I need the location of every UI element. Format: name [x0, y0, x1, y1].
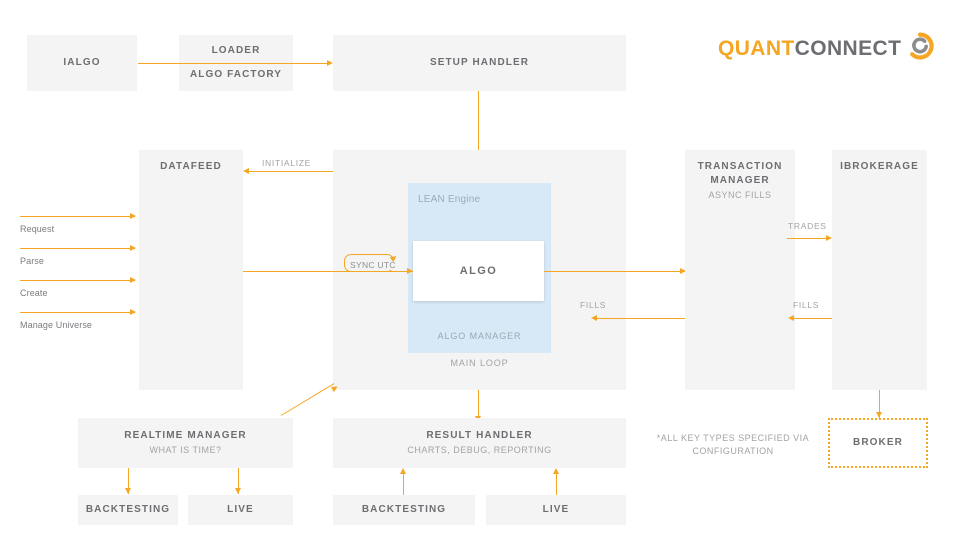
edge-trades-label: TRADES — [788, 221, 827, 231]
edge-initialize-label: INITIALIZE — [262, 158, 312, 168]
logo-text-connect: CONNECT — [794, 37, 902, 60]
node-realtime-backtesting[interactable]: BACKTESTING — [78, 495, 178, 525]
node-realtime-backtesting-title: BACKTESTING — [85, 504, 171, 515]
input-label-manage-universe: Manage Universe — [20, 320, 93, 330]
edge-datafeed-to-algo — [243, 271, 413, 272]
node-datafeed-title: DATAFEED — [160, 161, 222, 172]
input-label-request: Request — [20, 224, 55, 234]
quantconnect-logo-mark — [906, 32, 934, 65]
node-broker[interactable]: BROKER — [828, 418, 928, 468]
node-result-live[interactable]: LIVE — [486, 495, 626, 525]
edge-main-loop-to-result-handler — [478, 390, 479, 422]
node-result-live-title: LIVE — [542, 504, 570, 515]
edge-initialize — [248, 171, 333, 172]
node-algo[interactable]: ALGO — [413, 241, 544, 301]
edge-input-manage-universe-arrowhead — [130, 308, 136, 315]
node-setup-handler[interactable]: SETUP HANDLER — [333, 35, 626, 91]
edge-fills-brokerage-arrowhead — [788, 314, 794, 321]
edge-result-live-to-handler-arrowhead — [552, 468, 559, 474]
edge-input-request — [20, 216, 135, 217]
edge-fills-mainloop-arrowhead — [591, 314, 597, 321]
node-realtime-live-title: LIVE — [227, 504, 254, 515]
edge-input-create-arrowhead — [130, 276, 136, 283]
node-result-handler-subtitle: CHARTS, DEBUG, REPORTING — [407, 445, 552, 455]
edge-realtime-to-backtesting — [128, 468, 129, 494]
node-algo-factory-title: ALGO FACTORY — [189, 69, 283, 80]
node-result-backtesting-title: BACKTESTING — [361, 504, 447, 515]
node-lean-engine-label: LEAN Engine — [418, 194, 481, 205]
edge-trades — [787, 238, 827, 239]
node-transaction-manager[interactable]: TRANSACTION MANAGER ASYNC FILLS — [685, 150, 795, 390]
node-broker-title: BROKER — [853, 437, 903, 448]
edge-realtime-to-backtesting-arrowhead — [124, 488, 131, 494]
edge-input-parse — [20, 248, 135, 249]
edge-ialgo-to-setup-handler-arrowhead — [327, 59, 333, 66]
edge-algo-to-transaction-manager-arrowhead — [680, 267, 686, 274]
node-main-loop-label: MAIN LOOP — [450, 358, 509, 368]
edge-algo-to-transaction-manager — [544, 271, 686, 272]
edge-fills-brokerage — [793, 318, 832, 319]
quantconnect-logo: QUANT CONNECT — [718, 32, 934, 65]
edge-input-create — [20, 280, 135, 281]
edge-datafeed-to-algo-arrowhead — [407, 267, 413, 274]
node-algo-title: ALGO — [459, 265, 498, 277]
edge-result-backtesting-to-handler — [403, 474, 404, 500]
edge-initialize-arrowhead — [243, 167, 249, 174]
node-realtime-live[interactable]: LIVE — [188, 495, 293, 525]
node-ialgo[interactable]: IALGO — [27, 35, 137, 91]
input-label-create: Create — [20, 288, 48, 298]
edge-fills-mainloop — [596, 318, 686, 319]
node-algo-manager-label: ALGO MANAGER — [437, 331, 522, 341]
edge-realtime-to-live-arrowhead — [234, 488, 241, 494]
node-result-handler[interactable]: RESULT HANDLER CHARTS, DEBUG, REPORTING — [333, 418, 626, 468]
edge-input-parse-arrowhead — [130, 244, 136, 251]
node-result-handler-title: RESULT HANDLER — [426, 430, 533, 441]
edge-ialgo-to-setup-handler — [138, 63, 328, 64]
configuration-note: *ALL KEY TYPES SPECIFIED VIA CONFIGURATI… — [656, 433, 810, 456]
node-realtime-manager[interactable]: REALTIME MANAGER WHAT IS TIME? — [78, 418, 293, 468]
node-loader-title: LOADER — [211, 45, 261, 56]
edge-realtime-manager-to-main-loop — [280, 383, 335, 416]
node-setup-handler-title: SETUP HANDLER — [429, 57, 530, 68]
node-result-backtesting[interactable]: BACKTESTING — [333, 495, 475, 525]
edge-fills-brokerage-label: FILLS — [793, 300, 820, 310]
node-realtime-manager-title: REALTIME MANAGER — [124, 430, 247, 441]
edge-input-manage-universe — [20, 312, 135, 313]
edge-result-backtesting-to-handler-arrowhead — [399, 468, 406, 474]
node-transaction-manager-title: TRANSACTION MANAGER — [697, 161, 783, 186]
edge-ibrokerage-to-broker-arrowhead — [875, 412, 882, 418]
node-ialgo-title: IALGO — [63, 57, 101, 68]
edge-trades-arrowhead — [826, 234, 832, 241]
node-ibrokerage-title: IBROKERAGE — [840, 161, 919, 172]
node-ibrokerage[interactable]: IBROKERAGE — [832, 150, 927, 390]
node-transaction-manager-subtitle: ASYNC FILLS — [708, 190, 772, 200]
node-datafeed[interactable]: DATAFEED — [139, 150, 243, 390]
edge-sync-utc-label: SYNC UTC — [348, 260, 398, 270]
input-label-parse: Parse — [20, 256, 45, 266]
edge-fills-mainloop-label: FILLS — [580, 300, 607, 310]
edge-realtime-to-live — [238, 468, 239, 494]
edge-result-live-to-handler — [556, 474, 557, 500]
logo-text-quant: QUANT — [718, 37, 795, 60]
node-realtime-manager-subtitle: WHAT IS TIME? — [149, 445, 222, 455]
edge-input-request-arrowhead — [130, 212, 136, 219]
edge-ibrokerage-to-broker — [879, 390, 880, 418]
